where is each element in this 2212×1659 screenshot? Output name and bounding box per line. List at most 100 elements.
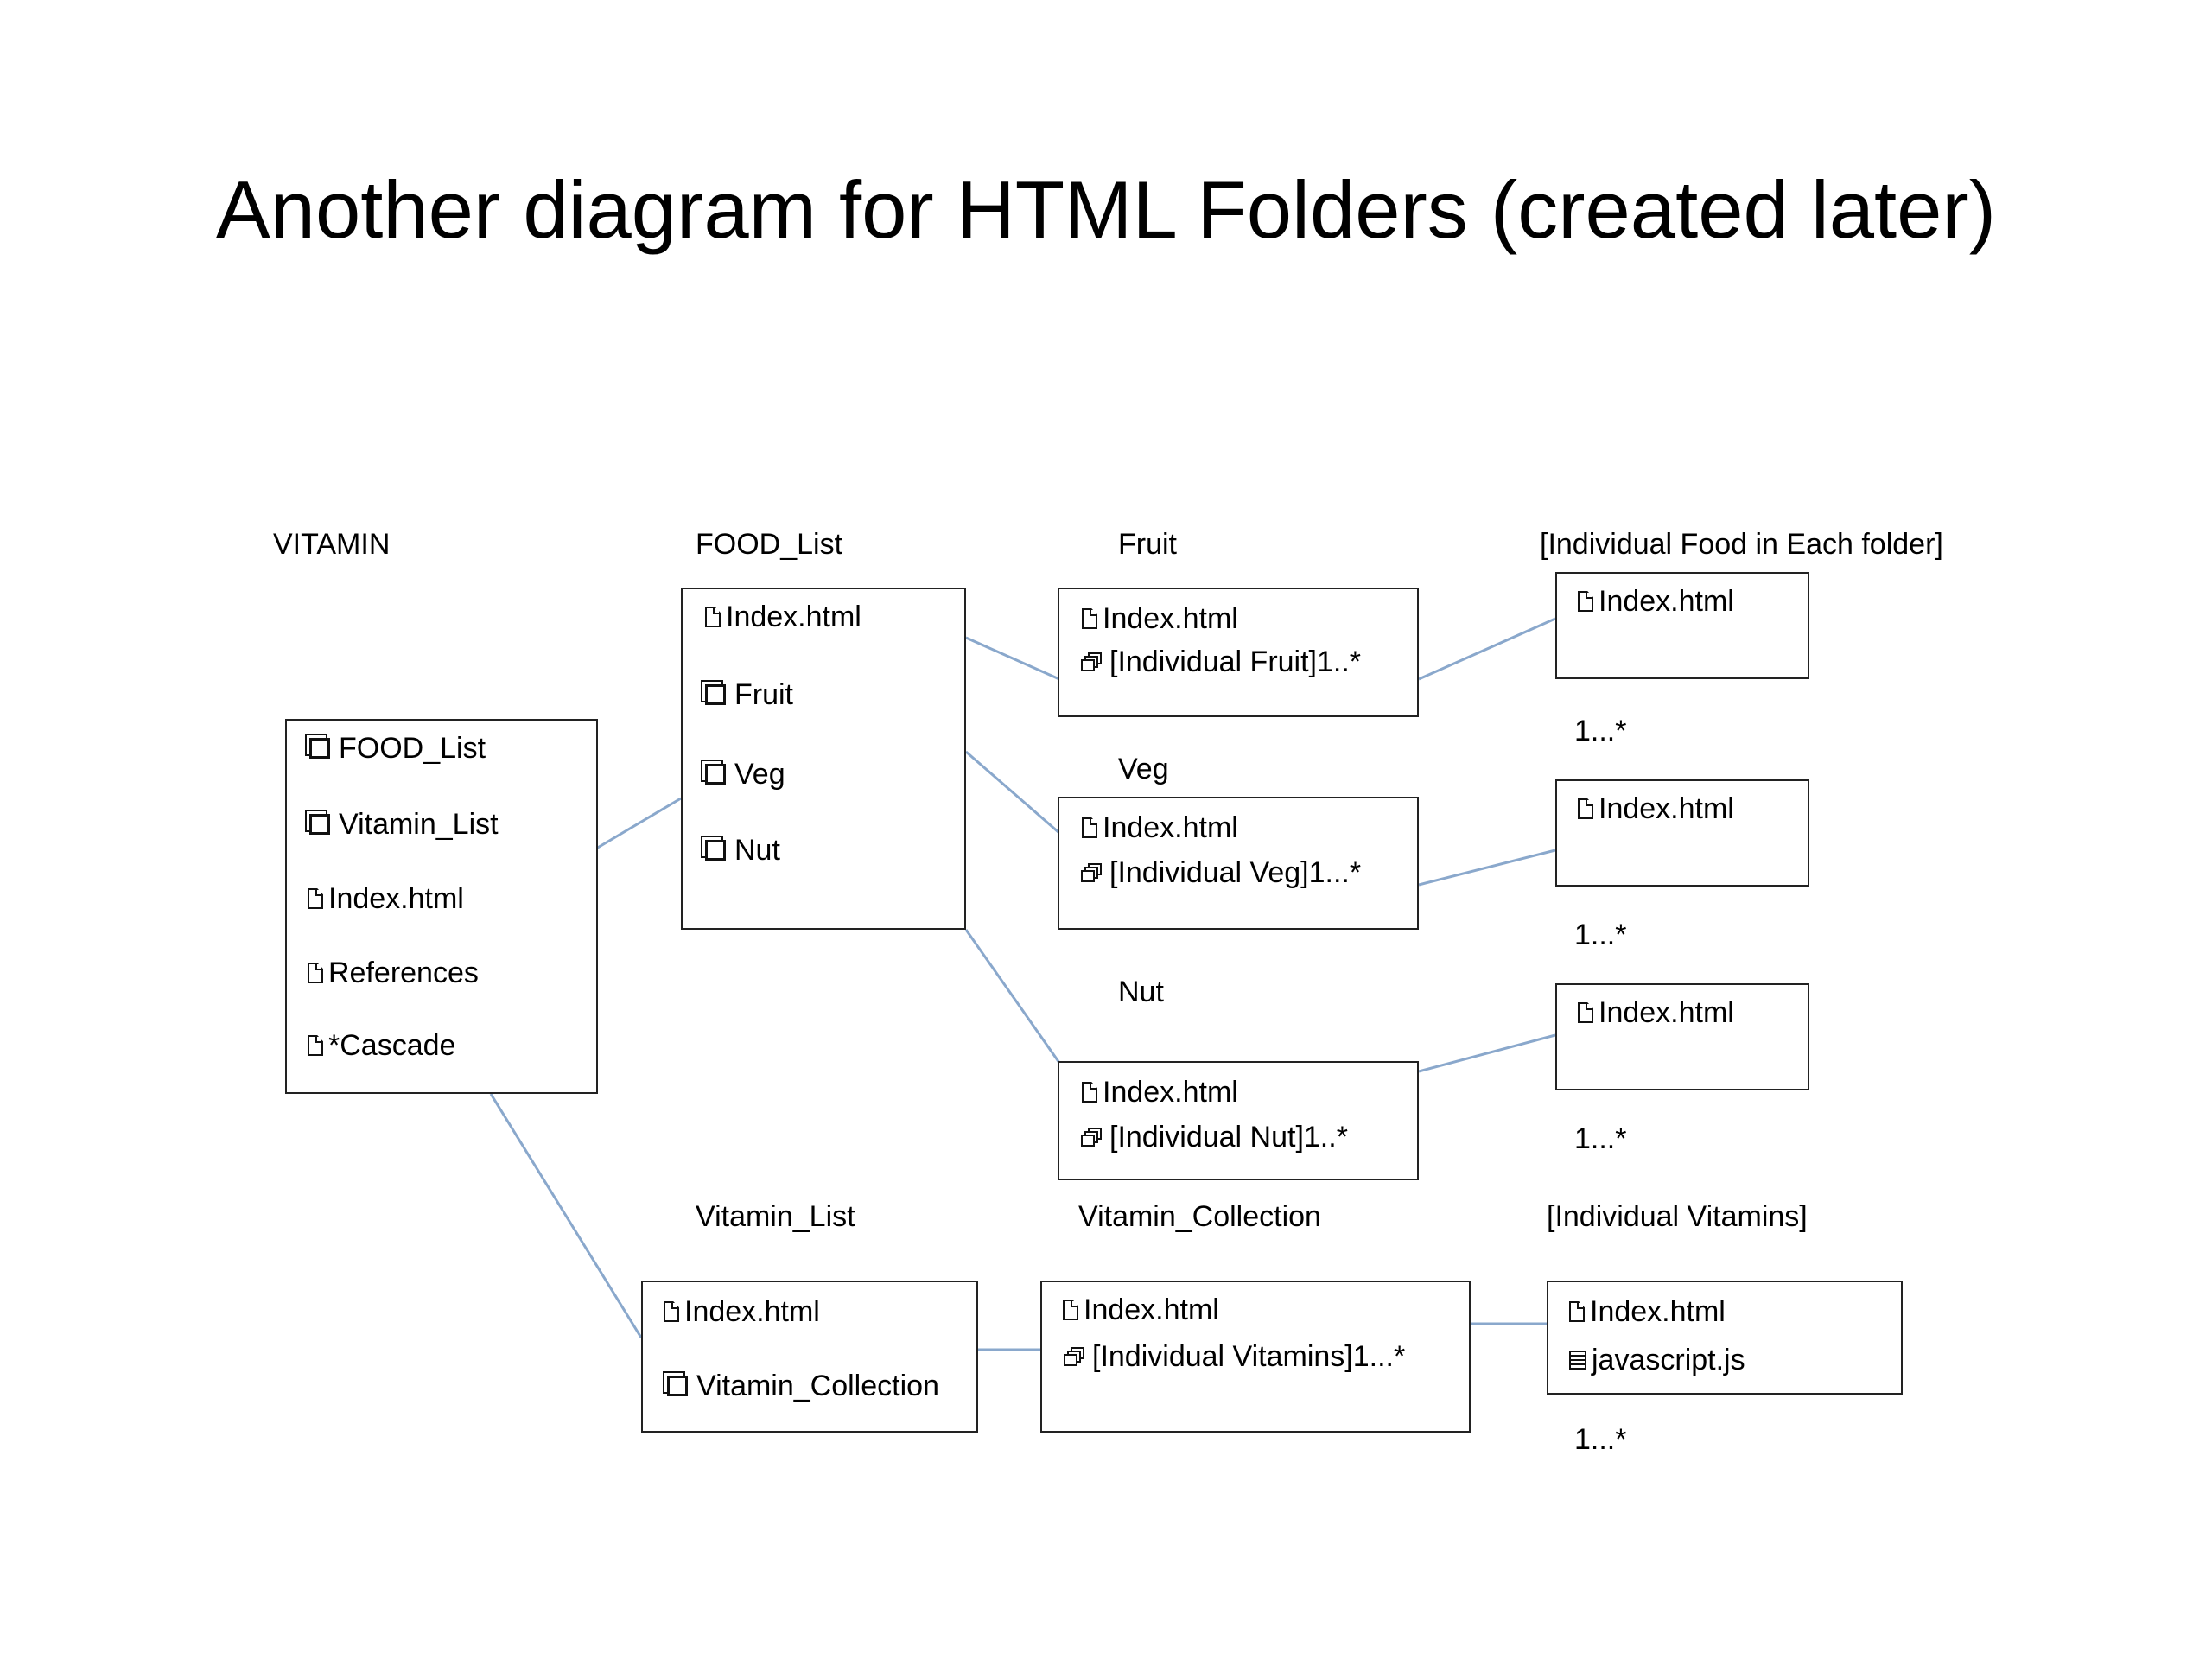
item-label: javascript.js [1592,1344,1745,1376]
label-nut: Nut [1118,976,1164,1008]
file-icon [308,888,323,909]
file-icon [1578,798,1593,819]
veg-item-index[interactable]: Index.html [1082,810,1238,845]
food-list-item-veg[interactable]: Veg [702,757,785,791]
vitamin-collection-item-individual[interactable]: [Individual Vitamins]1...* [1063,1339,1405,1374]
connector-vitamin-vitaminlist [489,1093,643,1338]
folder-icon [667,1376,688,1396]
multi-folder-icon [1080,1127,1103,1147]
item-label: Index.html [1599,792,1734,825]
food-list-item-fruit[interactable]: Fruit [702,677,793,712]
page-title: Another diagram for HTML Folders (create… [215,164,1997,255]
item-label: Veg [734,758,785,791]
item-label: Index.html [1599,585,1734,618]
fruit-item-individual[interactable]: [Individual Fruit]1..* [1080,645,1361,679]
item-label: References [328,957,479,989]
connector-fruit-food [1418,617,1556,681]
file-icon [1082,817,1097,838]
file-icon [705,607,721,627]
item-label: Index.html [1103,1076,1238,1109]
label-individual-vitamins: [Individual Vitamins] [1547,1200,1808,1233]
vitamin-list-item-index[interactable]: Index.html [664,1294,820,1329]
vitamin-collection-folder-box[interactable]: Index.html [Individual Vitamins]1...* [1040,1281,1471,1433]
individual-vitamins-box[interactable]: Index.html javascript.js [1547,1281,1903,1395]
multiplicity-vitamins: 1...* [1574,1423,1627,1456]
item-label: Index.html [1084,1294,1219,1326]
individual-vitamins-javascript[interactable]: javascript.js [1569,1343,1745,1377]
item-label: Index.html [1590,1295,1726,1328]
folder-icon [705,764,726,785]
item-label: Index.html [1103,811,1238,844]
item-label: *Cascade [328,1029,456,1062]
file-icon [1569,1301,1585,1322]
script-file-icon [1569,1351,1586,1370]
individual-veg-box[interactable]: Index.html [1555,779,1809,887]
file-icon [1578,1002,1593,1023]
food-list-item-index[interactable]: Index.html [705,600,861,634]
individual-veg-index[interactable]: Index.html [1578,791,1734,826]
vitamin-item-vitamin-list[interactable]: Vitamin_List [306,807,499,842]
connector-foodlist-veg [965,750,1060,835]
item-label: [Individual Fruit]1..* [1109,645,1362,678]
vitamin-list-item-collection[interactable]: Vitamin_Collection [664,1369,939,1403]
folder-icon [309,738,330,759]
vitamin-item-index[interactable]: Index.html [308,881,464,916]
item-label: Index.html [726,601,861,633]
item-label: Index.html [684,1295,820,1328]
multi-folder-icon [1063,1346,1085,1367]
item-label: Index.html [1599,996,1734,1029]
individual-vitamins-index[interactable]: Index.html [1569,1294,1726,1329]
item-label: Fruit [734,678,793,711]
item-label: Nut [734,834,780,867]
multi-folder-icon [1080,652,1103,672]
file-icon [1578,591,1593,612]
connector-vitamin-foodlist [595,797,682,850]
label-food-list: FOOD_List [696,528,843,561]
item-label: Index.html [1103,602,1238,635]
food-list-folder-box[interactable]: Index.html Fruit Veg Nut [681,588,966,930]
label-fruit: Fruit [1118,528,1177,561]
veg-item-individual[interactable]: [Individual Veg]1...* [1080,855,1361,890]
vitamin-item-references[interactable]: References [308,956,479,990]
nut-folder-box[interactable]: Index.html [Individual Nut]1..* [1058,1061,1419,1180]
label-individual-food: [Individual Food in Each folder] [1540,528,1943,561]
vitamin-item-cascade[interactable]: *Cascade [308,1028,455,1063]
individual-nut-box[interactable]: Index.html [1555,983,1809,1090]
multi-folder-icon [1080,862,1103,883]
folder-icon [309,814,330,835]
folder-icon [705,840,726,861]
label-vitamin-collection: Vitamin_Collection [1078,1200,1321,1233]
multiplicity-veg: 1...* [1574,918,1627,951]
multiplicity-nut: 1...* [1574,1122,1627,1155]
individual-fruit-box[interactable]: Index.html [1555,572,1809,679]
vitamin-item-food-list[interactable]: FOOD_List [306,731,486,766]
veg-folder-box[interactable]: Index.html [Individual Veg]1...* [1058,797,1419,930]
multiplicity-fruit: 1...* [1574,715,1627,747]
vitamin-list-folder-box[interactable]: Index.html Vitamin_Collection [641,1281,978,1433]
connector-foodlist-fruit [965,636,1060,681]
fruit-item-index[interactable]: Index.html [1082,601,1238,636]
vitamin-folder-box[interactable]: FOOD_List Vitamin_List Index.html Refere… [285,719,598,1094]
fruit-folder-box[interactable]: Index.html [Individual Fruit]1..* [1058,588,1419,717]
food-list-item-nut[interactable]: Nut [702,833,780,868]
file-icon [308,963,323,983]
connector-foodlist-nut [964,929,1061,1064]
label-veg: Veg [1118,753,1169,785]
file-icon [1082,1082,1097,1103]
item-label: [Individual Nut]1..* [1109,1121,1348,1154]
individual-nut-index[interactable]: Index.html [1578,995,1734,1030]
nut-item-individual[interactable]: [Individual Nut]1..* [1080,1120,1348,1154]
connector-nut-food [1418,1033,1556,1073]
vitamin-collection-item-index[interactable]: Index.html [1063,1293,1219,1327]
item-label: Index.html [328,882,464,915]
label-vitamin-list: Vitamin_List [696,1200,855,1233]
file-icon [1063,1300,1078,1320]
file-icon [664,1301,679,1322]
nut-item-index[interactable]: Index.html [1082,1075,1238,1109]
item-label: FOOD_List [339,732,486,765]
connector-veg-food [1418,849,1556,887]
item-label: Vitamin_Collection [696,1370,939,1402]
individual-fruit-index[interactable]: Index.html [1578,584,1734,619]
item-label: [Individual Vitamins]1...* [1092,1340,1406,1373]
